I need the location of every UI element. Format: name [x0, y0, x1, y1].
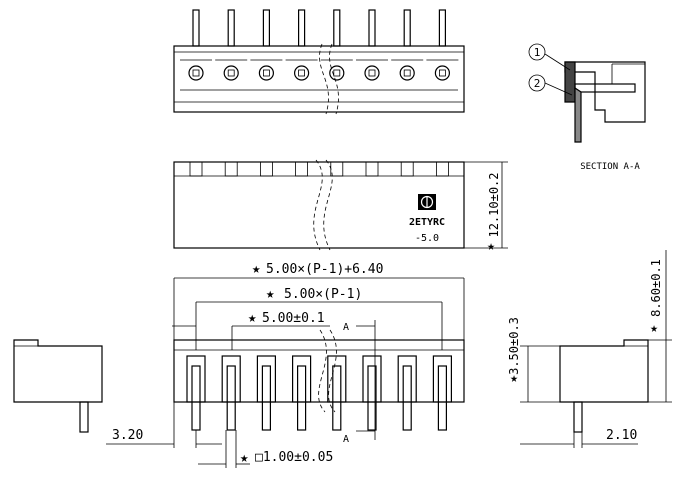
section-label: SECTION A-A [580, 162, 640, 172]
overall-star: ★ [252, 261, 261, 277]
bottom-pin [402, 365, 412, 431]
top-pin [262, 9, 270, 47]
right-offset-dim: 2.10 [606, 428, 637, 443]
bottom-pin [297, 365, 307, 431]
pin-hole [223, 65, 239, 81]
pin-slot [362, 355, 382, 403]
section-marker-top: A [343, 322, 349, 333]
right-side-view: 3.50±0.3 ★ 8.60±0.1 ★ 2.10 [507, 250, 672, 448]
height-star: ★ [487, 239, 495, 254]
pin-slot [221, 355, 241, 403]
bottom-pin [437, 365, 447, 431]
span-star: ★ [266, 286, 275, 302]
bottom-pin [261, 365, 271, 431]
left-side-view [13, 339, 103, 433]
front-notch [295, 161, 309, 177]
pitch-dim: 5.00±0.1 [262, 311, 325, 326]
pin-hole [434, 65, 450, 81]
top-pin [192, 9, 200, 47]
section-view: 1 2 SECTION A-A [528, 43, 646, 172]
pin-hole [399, 65, 415, 81]
pin-hole [188, 65, 204, 81]
pin-slot [292, 355, 312, 403]
height-dim: 12.10±0.2 [487, 172, 501, 237]
pin-slot [327, 355, 347, 403]
bottom-pin [367, 365, 377, 431]
top-view [173, 9, 465, 115]
section-marker-bottom: A [343, 434, 349, 445]
pin-hole [294, 65, 310, 81]
front-notch [224, 161, 238, 177]
front-notch [330, 161, 344, 177]
front-notch [365, 161, 379, 177]
front-notch [400, 161, 414, 177]
pitch-star: ★ [248, 310, 257, 326]
pinsize-star: ★ [240, 450, 249, 466]
callout-2-label: 2 [534, 77, 541, 90]
left-offset-dim: 3.20 [112, 428, 143, 443]
pin-span-dim: 5.00×(P-1) [284, 287, 362, 302]
pinheight-star: ★ [510, 371, 518, 386]
pin-slot [256, 355, 276, 403]
front-notch [435, 161, 449, 177]
top-pin [438, 9, 446, 47]
front-notch [189, 161, 203, 177]
pin-hole [329, 65, 345, 81]
pitch-mark: -5.0 [415, 233, 439, 244]
pin-slot [432, 355, 452, 403]
top-pin [298, 9, 306, 47]
overall-length-dim: 5.00×(P-1)+6.40 [266, 262, 383, 277]
top-pin [403, 9, 411, 47]
callout-1 [528, 43, 546, 61]
bottom-pin [332, 365, 342, 431]
bottom-pin [191, 365, 201, 431]
top-pin [368, 9, 376, 47]
pin-hole [364, 65, 380, 81]
front-notch [259, 161, 273, 177]
callout-2 [528, 74, 546, 92]
front-view: 2ETYRC -5.0 12.10±0.2 ★ [173, 159, 508, 254]
pin-hole [258, 65, 274, 81]
pin-height-dim: 3.50±0.3 [507, 317, 521, 375]
bodyheight-star: ★ [650, 321, 658, 336]
brand-mark: 2ETYRC [409, 217, 445, 228]
pin-view: A A ★ 5.00×(P-1)+6.40 ★ 5.00×(P-1) ★ 5.0… [106, 261, 465, 468]
top-pin [333, 9, 341, 47]
pin-slot [397, 355, 417, 403]
brand-logo [418, 194, 436, 210]
body-height-dim: 8.60±0.1 [649, 259, 663, 317]
pin-slot [186, 355, 206, 403]
bottom-pin [226, 365, 236, 431]
pin-size-dim: □1.00±0.05 [255, 450, 333, 465]
callout-1-label: 1 [534, 46, 541, 59]
top-pin [227, 9, 235, 47]
